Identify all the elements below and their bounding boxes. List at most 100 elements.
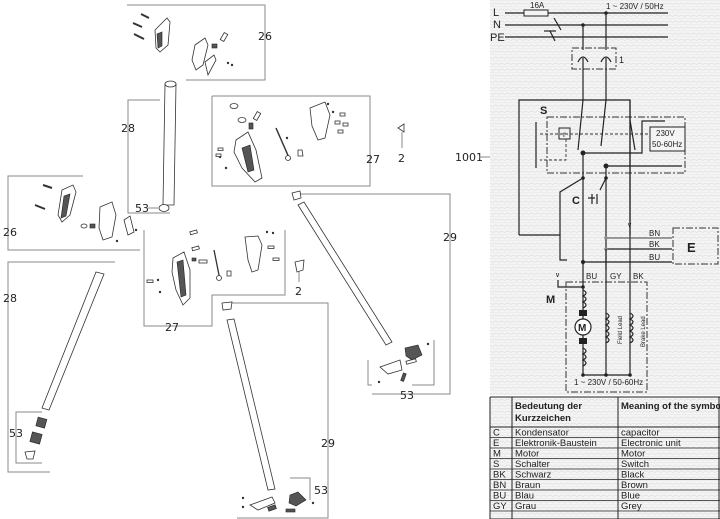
clip-2-top: 2 [397, 123, 405, 165]
cap-part [291, 190, 302, 201]
cell-en: Black [621, 470, 644, 481]
clip-2-mid: 2 [294, 259, 305, 298]
table-row: C Kondensator capacitor [493, 428, 660, 439]
callout-29: 29 [321, 437, 335, 450]
callout-53: 53 [400, 389, 414, 402]
cell-code: GY [493, 501, 507, 512]
callout-27: 27 [165, 321, 179, 334]
table-row: M Motor Motor [493, 449, 645, 460]
motor-icon [574, 318, 592, 336]
callout-1001: 1001 [455, 151, 483, 164]
table-row: BN Braun Brown [493, 480, 648, 491]
svg-text:∨: ∨ [627, 222, 632, 229]
assembly-29-right: 29 53 [291, 190, 457, 402]
callout-26: 26 [258, 30, 272, 43]
lever-part [191, 37, 209, 71]
unit-rating-2: 50-60Hz [652, 140, 682, 149]
relay-label: r [563, 130, 566, 139]
wire-BN-label: BN [649, 229, 660, 238]
svg-text:∨: ∨ [555, 272, 560, 279]
cell-de: Motor [515, 449, 539, 460]
callout-29: 29 [443, 231, 457, 244]
callout-53: 53 [314, 484, 328, 497]
cell-code: BN [493, 480, 506, 491]
callout-53: 53 [9, 427, 23, 440]
callout-53: 53 [135, 202, 149, 215]
symbol-legend-table: Bedeutung der Kurzzeichen Meaning of the… [489, 396, 720, 519]
plug-connector [571, 47, 617, 70]
motor-wire-GY: GY [610, 272, 622, 281]
cell-de: Kondensator [515, 428, 569, 439]
trigger-part [244, 235, 263, 273]
cell-code: M [493, 449, 501, 460]
motor-wire-BU: BU [586, 272, 597, 281]
header-en: Meaning of the symbols [621, 401, 720, 412]
foot-part [379, 359, 403, 375]
wire-BU-label: BU [649, 253, 660, 262]
trigger-part [309, 101, 331, 141]
motor-supply-label: 1 ~ 230V / 50-60Hz [574, 378, 643, 387]
callout-26: 26 [3, 226, 17, 239]
cell-en: Electronic unit [621, 438, 681, 449]
assembly-29-bottom: 29 53 [221, 301, 335, 519]
supply-label: 1 ~ 230V / 50Hz [606, 2, 664, 11]
brake-lead-label: Brake Lead [641, 316, 647, 347]
table-row: BK Schwarz Black [493, 470, 644, 481]
capacitor-label: C [572, 195, 580, 207]
cell-de: Braun [515, 480, 540, 491]
cell-en: Blue [621, 491, 640, 502]
unit-rating-1: 230V [656, 129, 675, 138]
foot-part [288, 491, 307, 507]
cell-en: capacitor [621, 428, 660, 439]
lever-part [98, 201, 117, 241]
assembly-27-top: 27 [211, 95, 380, 187]
motor-group-label: M [546, 294, 555, 306]
line-PE-label: PE [490, 32, 505, 44]
assembly-27-mid: 27 [143, 229, 286, 334]
callout-28: 28 [3, 292, 17, 305]
motor-symbol: M [578, 323, 586, 334]
assembly-28-top: 28 53 [121, 80, 177, 215]
cell-code: C [493, 428, 500, 439]
cell-en: Switch [621, 459, 649, 470]
switch-S-label: S [540, 105, 547, 117]
schematic-background [490, 0, 720, 395]
fuse-label: 16A [530, 1, 545, 10]
wiring-schematic: L N PE 16A 1 ~ 230V / 50Hz 1 S r [489, 0, 720, 519]
screw-part [132, 13, 150, 40]
line-N-label: N [493, 19, 501, 31]
cell-code: E [493, 438, 499, 449]
field-lead-label: Field Lead [618, 316, 624, 344]
assembly-28-bottom: 28 53 [3, 261, 115, 473]
tube-part [226, 318, 276, 491]
schematic-callout: 1001 [455, 151, 495, 164]
electronic-unit-label: E [687, 240, 696, 255]
cap-part [221, 301, 233, 311]
header-de: Bedeutung der [515, 401, 582, 412]
callout-2: 2 [398, 152, 405, 165]
cell-de: Schwarz [515, 470, 552, 481]
cell-en: Motor [621, 449, 645, 460]
foot-part [249, 496, 276, 511]
tube-part [162, 83, 177, 206]
header-de-2: Kurzzeichen [515, 413, 571, 424]
wire-BK-label: BK [649, 240, 660, 249]
cell-de: Grau [515, 501, 536, 512]
table-row: E Elektronik-Baustein Electronic unit [493, 438, 681, 449]
cell-code: BK [493, 470, 506, 481]
end-cap-part [158, 204, 170, 212]
foot-part [404, 344, 423, 361]
tube-part [297, 201, 393, 346]
fuse-icon [523, 9, 549, 17]
assembly-26-top: 26 [127, 4, 272, 81]
exploded-view: 26 28 53 27 [3, 4, 457, 519]
cell-de: Elektronik-Baustein [515, 438, 597, 449]
cell-en: Brown [621, 480, 648, 491]
plug-label: 1 [619, 55, 624, 65]
cell-de: Blau [515, 491, 534, 502]
electronic-module [649, 126, 686, 152]
cell-code: S [493, 459, 499, 470]
callout-28: 28 [121, 122, 135, 135]
